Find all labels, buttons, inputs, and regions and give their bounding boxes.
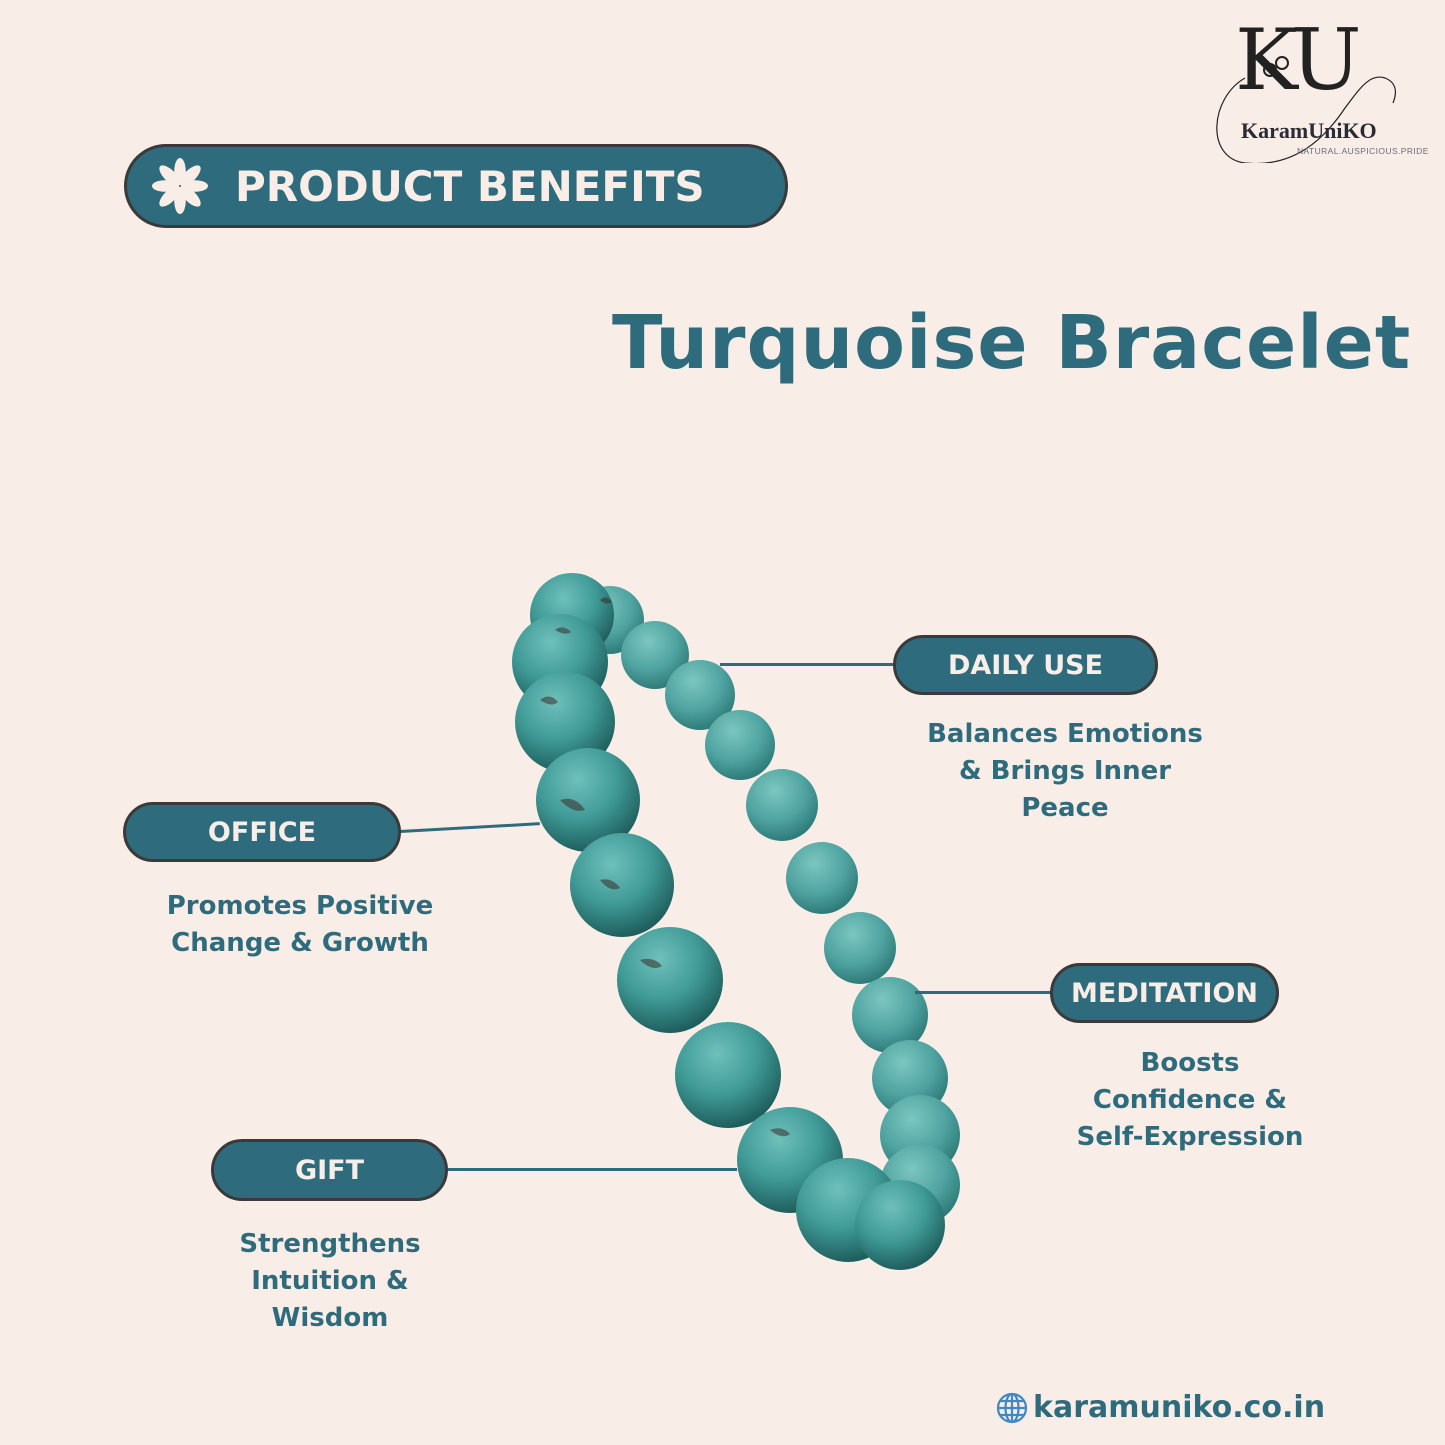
product-benefits-banner: PRODUCT BENEFITS xyxy=(124,144,788,228)
globe-icon xyxy=(996,1392,1028,1423)
benefit-pill-daily-use: DAILY USE xyxy=(893,635,1158,695)
benefit-description-gift: Strengthens Intuition & Wisdom xyxy=(239,1229,421,1333)
benefit-label: OFFICE xyxy=(207,816,317,848)
banner-title: PRODUCT BENEFITS xyxy=(235,161,705,211)
benefit-pill-gift: GIFT xyxy=(211,1139,448,1201)
flower-icon xyxy=(151,157,209,215)
logo-monogram: KU xyxy=(1235,11,1362,109)
benefit-pill-office: OFFICE xyxy=(123,802,401,862)
benefit-pill-meditation: MEDITATION xyxy=(1050,963,1279,1023)
benefit-description-daily-use: Balances Emotions & Brings Inner Peace xyxy=(927,719,1203,823)
connector-line-meditation xyxy=(915,991,1052,994)
connector-line-daily-use xyxy=(720,663,895,666)
benefit-label: MEDITATION xyxy=(1071,977,1258,1009)
benefit-label: DAILY USE xyxy=(947,649,1104,681)
bracelet-image xyxy=(512,573,960,1270)
logo-brand-name: KaramUniKO xyxy=(1241,118,1377,143)
benefit-label: GIFT xyxy=(294,1154,365,1186)
connector-line-gift xyxy=(447,1168,737,1171)
logo-tagline: NATURAL.AUSPICIOUS.PRIDE xyxy=(1297,146,1429,156)
benefit-description-meditation: Boosts Confidence & Self-Expression xyxy=(1076,1048,1304,1152)
product-title: Turquoise Bracelet xyxy=(612,300,1412,386)
logo-swirl-icon xyxy=(1216,56,1396,163)
benefit-description-office: Promotes Positive Change & Growth xyxy=(166,891,434,958)
website-url[interactable]: karamuniko.co.in xyxy=(1033,1390,1326,1425)
website-link[interactable]: karamuniko.co.in xyxy=(995,1390,1325,1425)
brand-logo: KU KaramUniKO NATURAL.AUSPICIOUS.PRIDE xyxy=(1205,18,1435,163)
